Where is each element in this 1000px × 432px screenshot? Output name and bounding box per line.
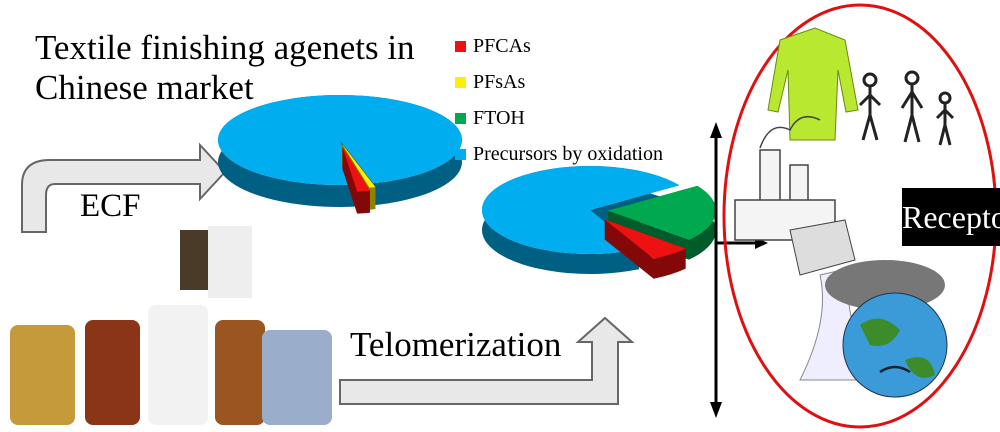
legend-item-pfcas: PFCAs [455, 28, 663, 64]
ecf-pie-slice-pfsas [342, 143, 376, 188]
ecf-pie-slice-pfcas [342, 146, 370, 192]
telomerization-pie-slice-pfcas [604, 219, 686, 259]
factory-illustration [734, 115, 836, 241]
legend-item-ftoh: FTOH [455, 100, 663, 136]
arrow-head-up [710, 122, 722, 138]
legend-item-pfsas: PFsAs [455, 64, 663, 100]
telomerization-pie-slice-precursors-by-oxidation [482, 166, 680, 254]
title-line-1: Textile finishing agenets in [35, 28, 415, 67]
earth-frown [879, 365, 911, 374]
arrow-head-down [710, 402, 722, 418]
legend-swatch [455, 76, 466, 88]
legend-swatch [455, 112, 466, 124]
legend-label: Precursors by oxidation [473, 142, 663, 165]
source-label: Source [25, 268, 120, 305]
ecf-label: ECF [80, 188, 141, 224]
jacket-illustration [767, 27, 859, 141]
receptor-label: Receptor [902, 188, 1000, 246]
legend: PFCAs PFsAs FTOH Precursors by oxidation [455, 28, 663, 172]
legend-swatch [455, 148, 466, 160]
ecf-arrow [21, 142, 227, 233]
bottles-photo [10, 226, 332, 425]
legend-label: FTOH [473, 106, 525, 129]
telomerization-pie-slice-ftoh [607, 185, 716, 240]
discharge-pipe [789, 219, 856, 276]
telomerization-label: Telomerization [350, 325, 562, 364]
people-illustration [858, 70, 955, 146]
telomerization-arrow [339, 316, 635, 405]
legend-label: PFCAs [473, 34, 531, 57]
sad-earth-illustration [842, 292, 948, 398]
legend-label: PFsAs [473, 70, 526, 93]
page-title: Textile finishing agenets in Chinese mar… [35, 28, 415, 108]
earth-continents [860, 318, 935, 378]
title-line-2: Chinese market [35, 68, 254, 107]
legend-item-precursors: Precursors by oxidation [455, 136, 663, 172]
ecf-pie-slice-precursors-by-oxidation [218, 94, 463, 185]
legend-swatch [455, 40, 466, 52]
